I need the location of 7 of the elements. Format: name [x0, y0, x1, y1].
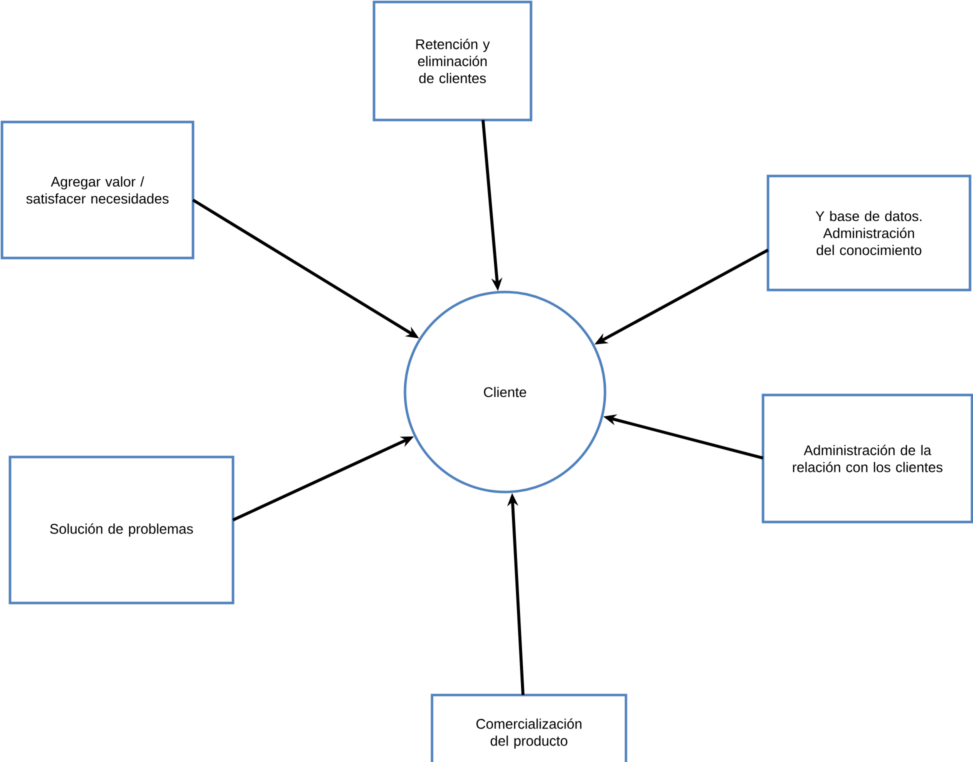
process-box: Y base de datos. Administración del conocimiento [766, 174, 972, 292]
process-box: Retención y eliminación de clientes [372, 0, 532, 122]
process-box: Solución de problemas [8, 456, 234, 604]
process-box: Agregar valor / satisfacer necesidades [0, 120, 194, 260]
circle-node: Cliente [404, 290, 606, 494]
process-box: Administración de la relación con los clientes [762, 394, 973, 524]
process-box: Comercialización del producto [430, 694, 628, 762]
